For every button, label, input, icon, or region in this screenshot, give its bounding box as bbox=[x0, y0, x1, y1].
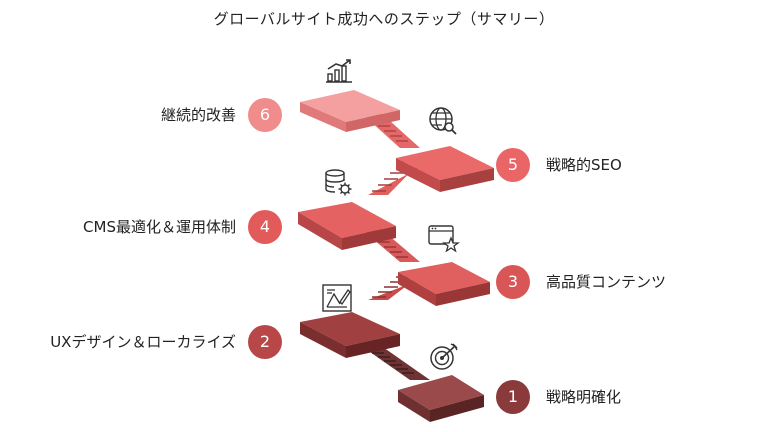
landing-3 bbox=[398, 262, 490, 306]
step-2-badge: 2 bbox=[248, 325, 282, 359]
step-6-badge: 6 bbox=[248, 98, 282, 132]
step-3-badge: 3 bbox=[496, 265, 530, 299]
step-4-label: CMS最適化＆運用体制 bbox=[83, 218, 236, 236]
landing-1 bbox=[398, 375, 484, 422]
landing-6 bbox=[300, 90, 400, 132]
step-1-label: 戦略明確化 bbox=[546, 388, 622, 406]
database-gear-icon bbox=[325, 169, 352, 196]
growth-chart-icon bbox=[326, 59, 352, 83]
step-5-badge: 5 bbox=[496, 148, 530, 182]
design-blueprint-icon bbox=[322, 284, 352, 312]
globe-search-icon bbox=[429, 107, 457, 135]
step-1-badge: 1 bbox=[496, 380, 530, 414]
target-icon bbox=[430, 343, 458, 370]
landing-2 bbox=[300, 312, 400, 358]
diagram-title: グローバルサイト成功へのステップ（サマリー） bbox=[213, 10, 555, 28]
landing-4 bbox=[298, 202, 396, 250]
step-6-label: 継続的改善 bbox=[160, 106, 236, 124]
browser-star-icon bbox=[428, 225, 460, 253]
landing-5 bbox=[396, 146, 494, 192]
step-4-badge: 4 bbox=[248, 210, 282, 244]
step-2-label: UXデザイン＆ローカライズ bbox=[50, 333, 236, 351]
step-3-label: 高品質コンテンツ bbox=[546, 273, 667, 291]
step-5-label: 戦略的SEO bbox=[546, 156, 622, 174]
